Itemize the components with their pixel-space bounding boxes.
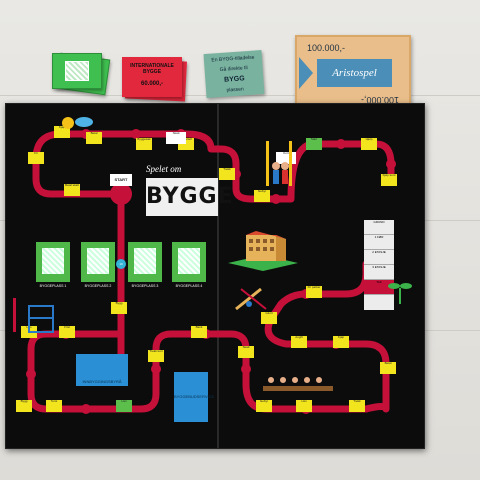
teal-card-line2: Gå direkte til	[219, 65, 248, 73]
plot-label: BYGGEPLASS 2	[84, 284, 112, 288]
board-square[interactable]: Trekk	[349, 400, 365, 412]
info-box-1: INNBYGGINGSBYRÅ	[76, 354, 128, 386]
red-card-value: 60.000,-	[140, 81, 164, 87]
money-top-value: 100.000,-	[307, 43, 346, 53]
red-card-title: INTERNATIONALE BYGGE	[130, 63, 174, 75]
board-square[interactable]: Hjelp	[361, 138, 377, 150]
board-fold	[217, 104, 219, 448]
board-square[interactable]: Avgift	[291, 336, 307, 348]
money-band: Aristospel	[317, 59, 392, 87]
teal-card-stack[interactable]: En BYGG-tilladelse Gå direkte til BYGG p…	[203, 50, 265, 98]
floor-row: 3 ETASJE	[364, 265, 394, 280]
board-square[interactable]: Betal skatt	[64, 184, 80, 196]
board-square[interactable]: Gebyr	[254, 190, 270, 202]
board-square[interactable]: Trekk	[219, 168, 235, 180]
board-square[interactable]: Kjøp tomt	[381, 174, 397, 186]
board-square[interactable]: Start	[306, 138, 322, 150]
hatch-pattern	[65, 61, 89, 81]
board-square[interactable]: Kjøp	[54, 126, 70, 138]
house-illustration	[228, 231, 298, 271]
board-square[interactable]: Fri	[28, 152, 44, 164]
board-square[interactable]: Frist	[59, 326, 75, 338]
board-square[interactable]: Fri parker	[306, 286, 322, 298]
plot-hatch	[178, 248, 200, 274]
building-plot-3[interactable]: BYGGEPLASS 3	[128, 242, 162, 288]
board-square[interactable]: Skatt	[166, 132, 186, 144]
scaffold-icon	[13, 298, 54, 333]
plot-label: BYGGEPLASS 1	[39, 284, 67, 288]
plant-icon	[388, 283, 412, 304]
plot-label: BYGGEPLASS 4	[175, 284, 203, 288]
green-card-stack[interactable]	[52, 53, 102, 89]
board-square[interactable]: Bank	[191, 326, 207, 338]
collapse-icon	[235, 287, 267, 311]
start-marker: START	[110, 174, 132, 186]
board-square[interactable]: Skatt	[238, 346, 254, 358]
plot-hatch	[134, 248, 156, 274]
board-square[interactable]: Bygg	[111, 302, 127, 314]
board-square[interactable]: Betal	[86, 132, 102, 144]
money-brand: Aristospel	[332, 67, 377, 79]
center-badge: 10	[116, 259, 126, 269]
game-board: START Fri Kjøp Betal Byggesak Materiell …	[5, 103, 425, 449]
red-card-stack[interactable]: INTERNATIONALE BYGGE 60.000,-	[122, 57, 182, 97]
board-square[interactable]: Gebyr	[256, 400, 272, 412]
teal-card-line4: plassen	[226, 86, 244, 94]
floors-strip: GRUND 1 FØR 2 ETASJE 3 ETASJE TAK	[364, 220, 394, 310]
board-square[interactable]: Lån	[116, 400, 132, 412]
board-square[interactable]: Kjøp	[333, 336, 349, 348]
board-title: Spelet om	[146, 164, 182, 174]
floor-row: 1 FØR	[364, 235, 394, 250]
floor-row: GRUND	[364, 220, 394, 235]
board-square[interactable]: Trekk kort	[148, 350, 164, 362]
money-stack[interactable]: 100.000,- Aristospel 100.000,-	[295, 35, 411, 111]
info-box-2: BYGGEBUDSERVICE	[174, 372, 214, 422]
meeting-icon	[263, 377, 333, 391]
floor-row: TAK	[364, 280, 394, 295]
plot-label: BYGGEPLASS 3	[131, 284, 159, 288]
board-square[interactable]: Bygg	[16, 400, 32, 412]
building-plot-4[interactable]: BYGGEPLASS 4	[172, 242, 206, 288]
board-square[interactable]: Gå til	[261, 312, 277, 324]
workers-icon	[266, 141, 292, 186]
building-plot-1[interactable]: BYGGEPLASS 1	[36, 242, 70, 288]
floor-row: 2 ETASJE	[364, 250, 394, 265]
board-square[interactable]: Betal	[380, 362, 396, 374]
bygge-logo: BYGGE	[146, 178, 234, 216]
plot-hatch	[42, 248, 64, 274]
bygge-logo-text: BYGGE	[146, 184, 234, 209]
plot-hatch	[87, 248, 109, 274]
teal-card-line1: En BYGG-tilladelse	[211, 54, 255, 64]
teal-card-line3: BYGG	[223, 75, 245, 84]
money-triangle	[299, 57, 313, 89]
building-plot-2[interactable]: BYGGEPLASS 2	[81, 242, 115, 288]
board-square[interactable]: Tomt	[46, 400, 62, 412]
board-square[interactable]: Lån	[296, 400, 312, 412]
sun-cloud-icon	[62, 117, 93, 129]
board-square[interactable]: Byggesak	[136, 138, 152, 150]
